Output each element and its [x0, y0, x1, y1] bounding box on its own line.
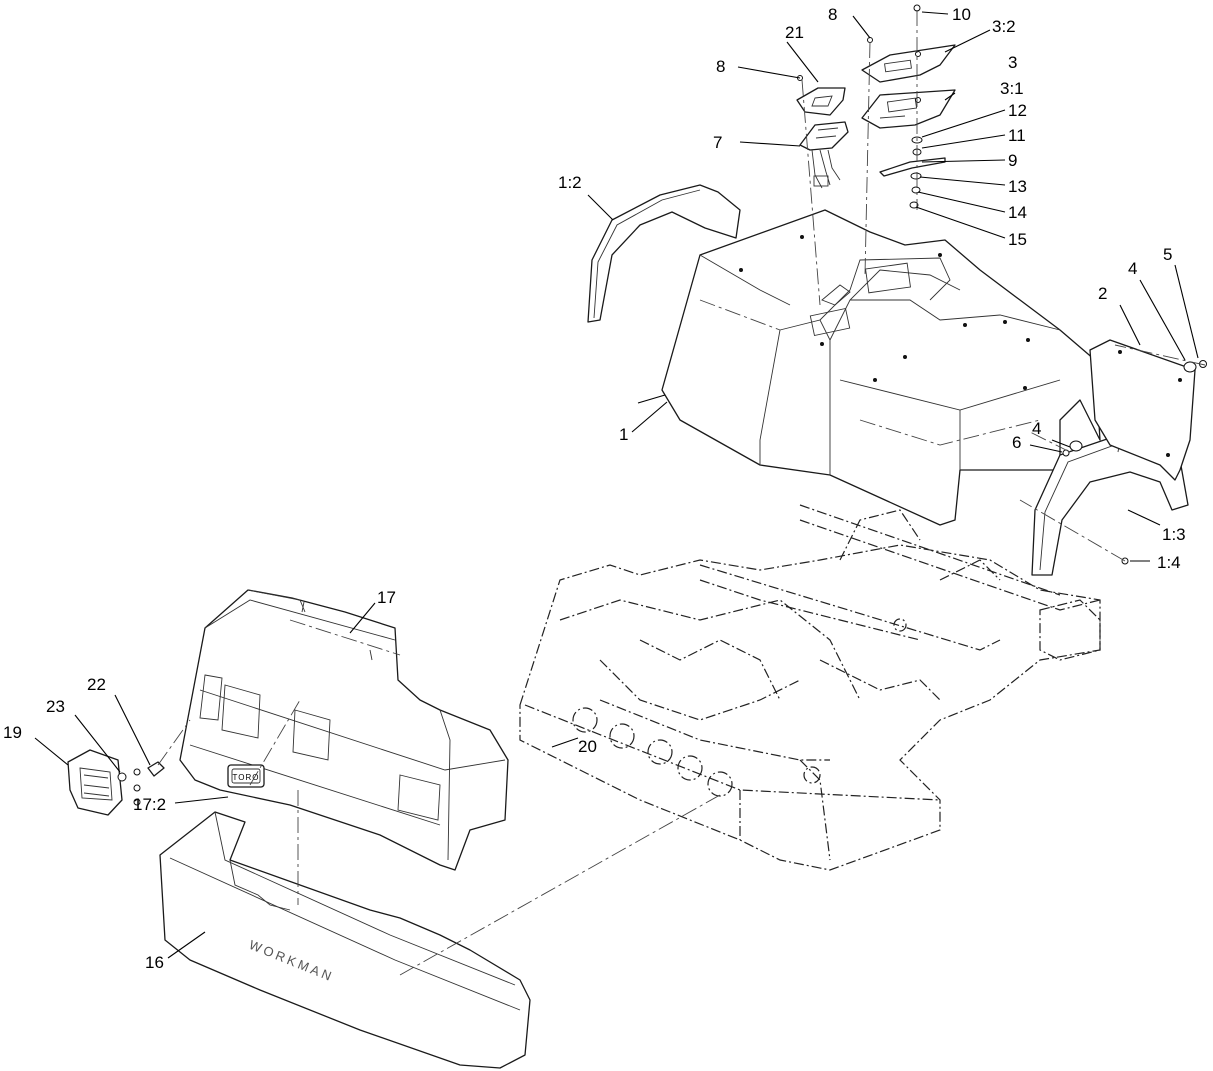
label-1-4: 1:4 — [1157, 553, 1181, 572]
callout-leaders — [34, 11, 1199, 959]
label-2: 2 — [1098, 284, 1107, 303]
label-5: 5 — [1163, 245, 1172, 264]
label-3-1: 3:1 — [1000, 79, 1024, 98]
label-20: 20 — [578, 737, 597, 756]
left-fender-trim — [587, 184, 741, 323]
label-6: 6 — [1012, 433, 1021, 452]
label-1: 1 — [619, 425, 628, 444]
assembly-centerlines — [157, 10, 1206, 976]
label-14: 14 — [1008, 203, 1027, 222]
label-4-lower: 4 — [1032, 419, 1041, 438]
label-7: 7 — [713, 133, 722, 152]
mud-flap-plate — [1089, 339, 1196, 481]
label-8-right: 8 — [828, 5, 837, 24]
label-23: 23 — [46, 697, 65, 716]
label-8-left: 8 — [716, 57, 725, 76]
label-15: 15 — [1008, 230, 1027, 249]
label-10: 10 — [952, 5, 971, 24]
label-1-3: 1:3 — [1162, 525, 1186, 544]
callout-labels: 1 1:2 1:3 1:4 2 3 3:1 3:2 4 4 5 6 7 8 8 … — [3, 5, 1186, 972]
label-12: 12 — [1008, 101, 1027, 120]
label-21: 21 — [785, 23, 804, 42]
label-17: 17 — [377, 588, 396, 607]
hood-body — [661, 209, 1101, 526]
label-4-upper: 4 — [1128, 259, 1137, 278]
shift-plate-upper — [861, 44, 956, 83]
label-11: 11 — [1008, 126, 1026, 145]
label-13: 13 — [1008, 177, 1027, 196]
switch-assembly — [799, 121, 849, 189]
front-grille — [179, 589, 509, 871]
label-9: 9 — [1008, 151, 1017, 170]
shift-plate — [861, 89, 956, 129]
front-bumper: WORKMAN — [159, 811, 531, 1069]
label-22: 22 — [87, 675, 106, 694]
toro-badge: TORO — [227, 764, 265, 788]
chassis-frame — [519, 504, 1101, 871]
headlight — [67, 749, 165, 816]
label-3-2: 3:2 — [992, 17, 1016, 36]
label-1-2: 1:2 — [558, 173, 582, 192]
label-3: 3 — [1008, 53, 1017, 72]
label-16: 16 — [145, 953, 164, 972]
label-19: 19 — [3, 723, 22, 742]
badge-text: TORO — [233, 773, 260, 782]
label-17-2: 17:2 — [133, 795, 166, 814]
